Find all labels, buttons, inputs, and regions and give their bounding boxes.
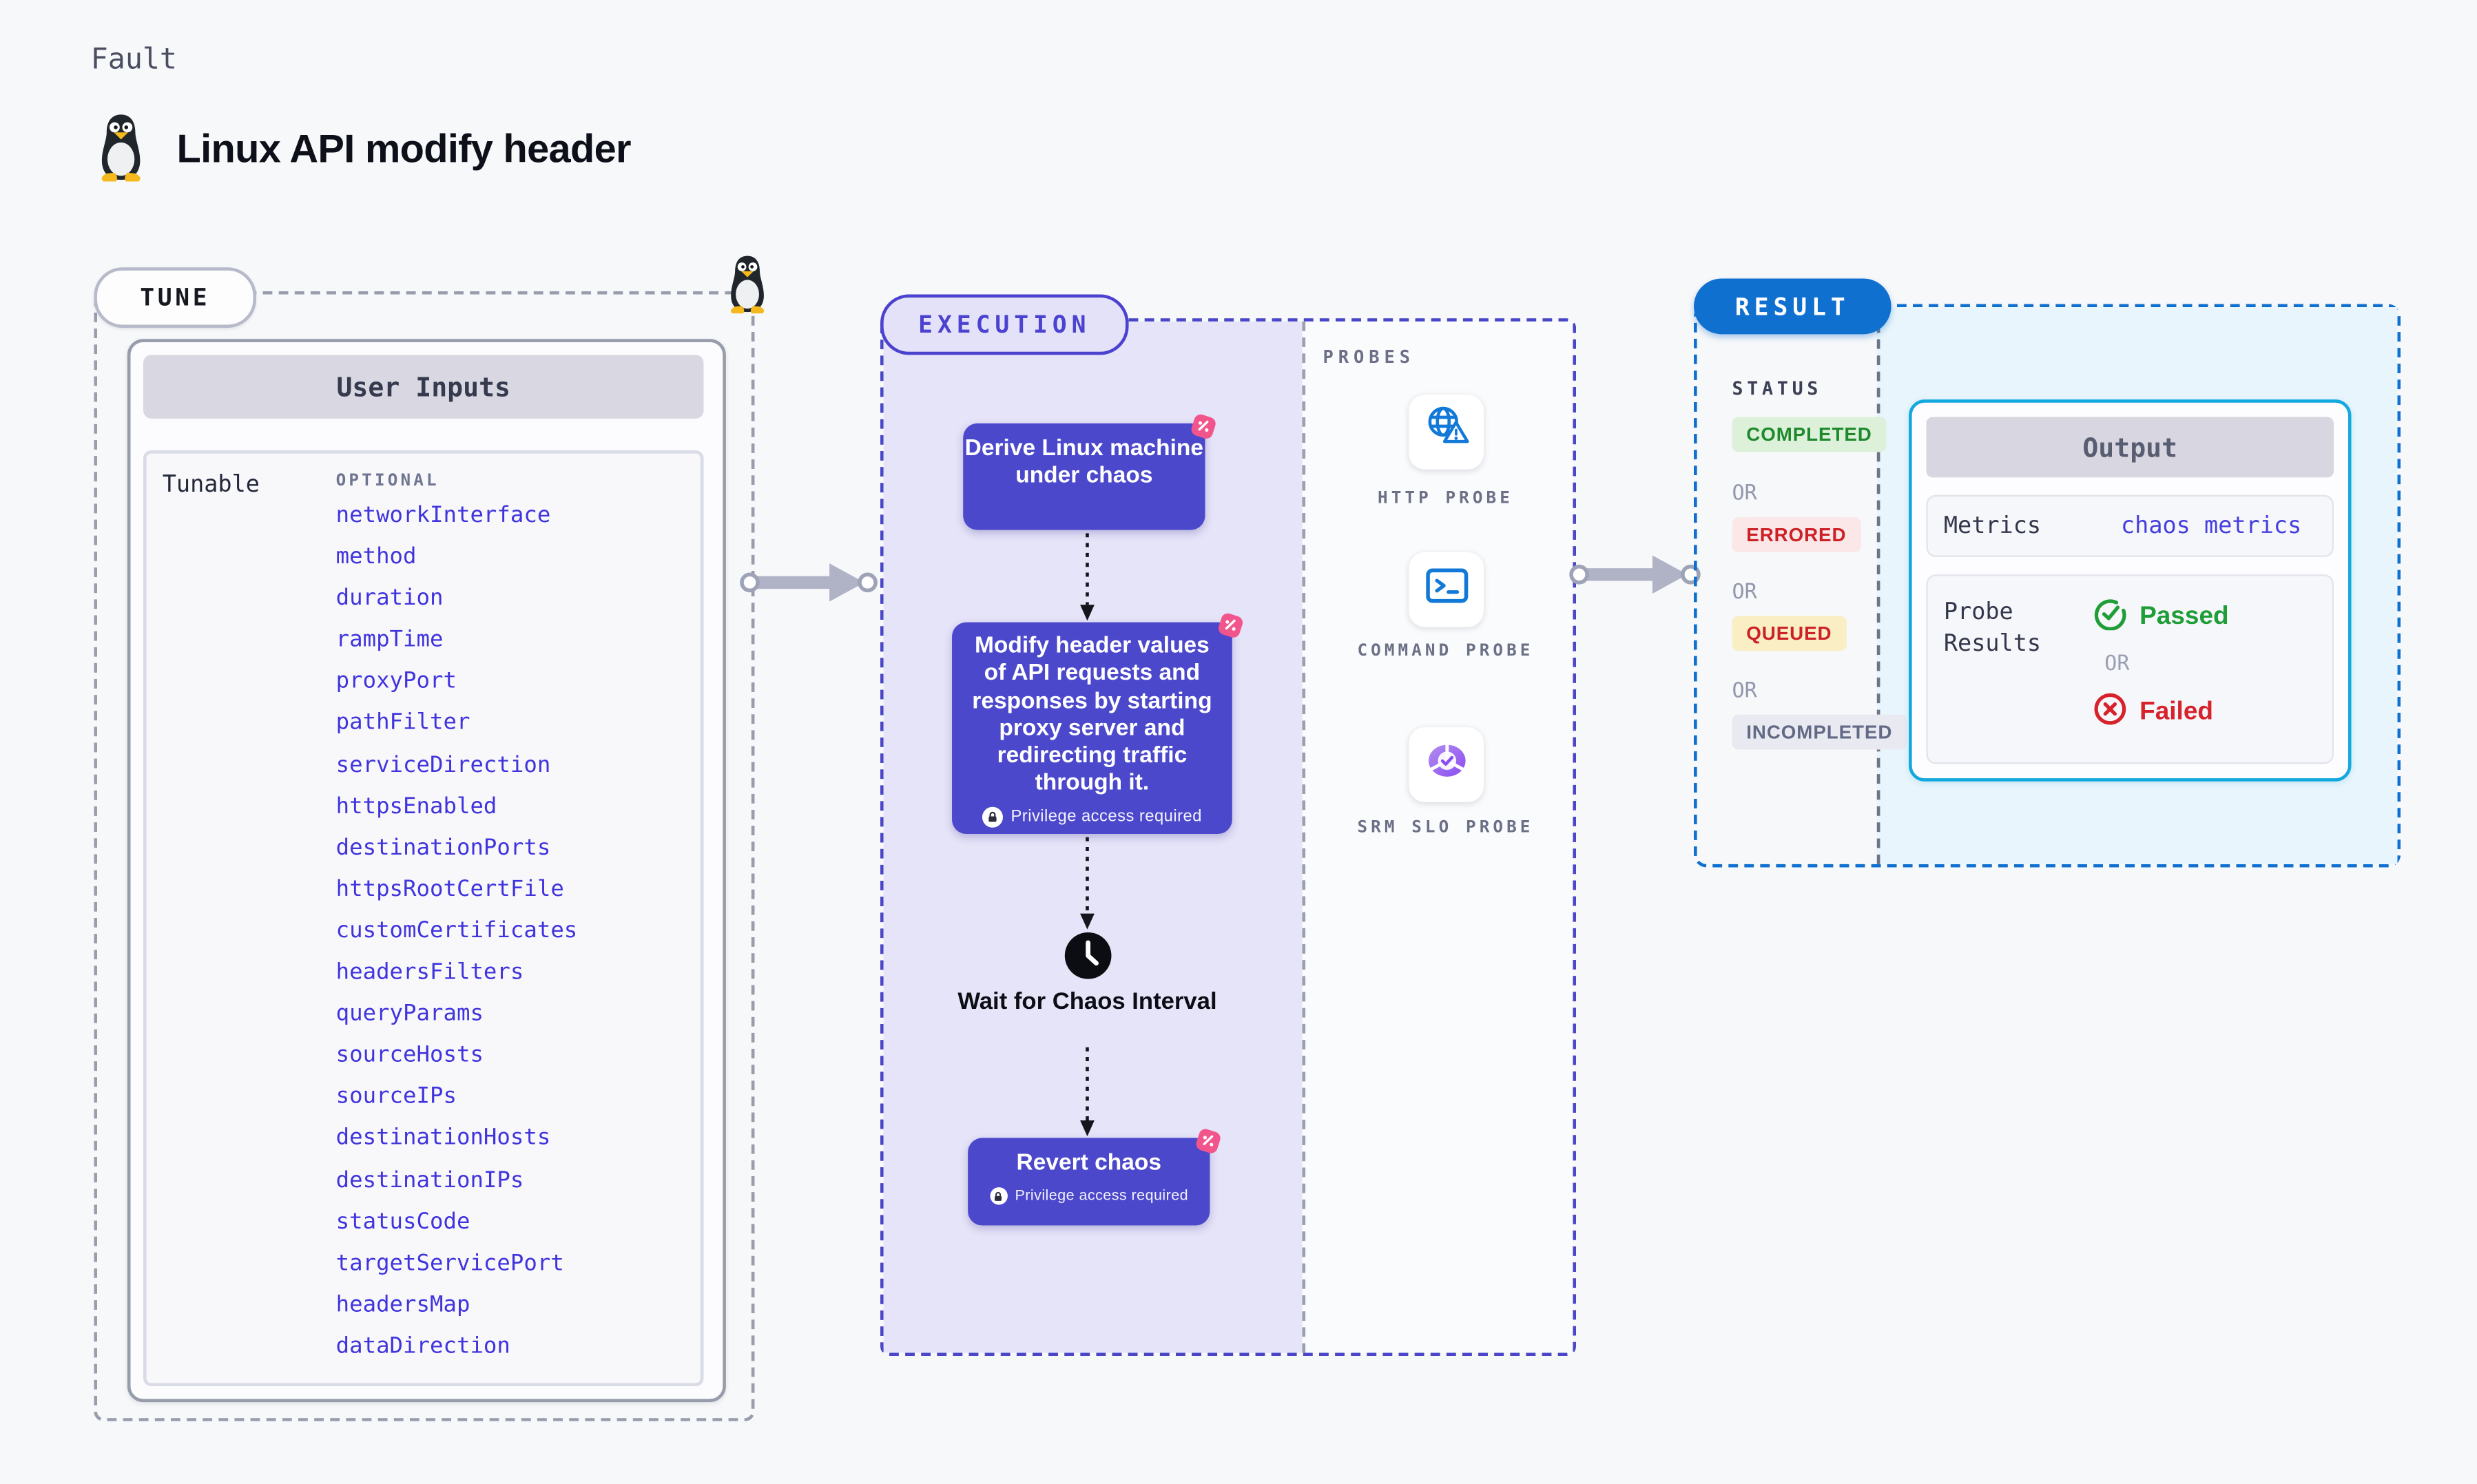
- terminal-icon: [1421, 561, 1472, 620]
- modify-step-node: Modify header values of API requests and…: [952, 613, 1243, 835]
- flow-arrow: [1080, 533, 1095, 621]
- derive-step-text: Derive Linux machine under chaos: [964, 436, 1204, 490]
- param-link[interactable]: customCertificates: [335, 918, 578, 944]
- modify-step-text: Modify header values of API requests and…: [972, 633, 1212, 797]
- tux-penguin-icon-small: [723, 251, 772, 315]
- status-badge-queued: QUEUED: [1732, 616, 1847, 651]
- failed-row: Failed: [2093, 692, 2332, 733]
- tune-badge: TUNE: [94, 267, 257, 328]
- probe-results-row: Probe Results Passed OR: [1926, 574, 2334, 764]
- user-inputs-card: User Inputs Tunable OPTIONAL networkInte…: [127, 339, 726, 1403]
- status-badge-errored: ERRORED: [1732, 517, 1861, 552]
- param-link[interactable]: pathFilter: [335, 710, 470, 736]
- param-link[interactable]: statusCode: [335, 1209, 470, 1235]
- user-inputs-header: User Inputs: [143, 355, 704, 419]
- revert-step-node: Revert chaos Privilege access required: [968, 1129, 1221, 1226]
- chaos-metrics-link[interactable]: chaos metrics: [2120, 513, 2302, 539]
- tunable-row-label: Tunable: [162, 472, 260, 499]
- optional-column-label: OPTIONAL: [335, 471, 439, 490]
- or-label: OR: [2104, 652, 2130, 677]
- tunable-list: Tunable OPTIONAL networkInterface method d…: [143, 450, 704, 1386]
- param-link[interactable]: rampTime: [335, 627, 444, 654]
- execution-badge: EXECUTION: [880, 294, 1129, 355]
- privilege-note: Privilege access required: [962, 804, 1223, 831]
- slo-pie-check-icon: [1421, 735, 1472, 795]
- fault-eyebrow: Fault: [90, 43, 177, 76]
- param-list: networkInterface method duration rampTime pr…: [336, 495, 578, 1367]
- param-link[interactable]: headersFilters: [335, 959, 524, 985]
- param-link[interactable]: headersMap: [335, 1292, 470, 1318]
- output-card: Output Metrics chaos metrics Probe Resul…: [1909, 399, 2352, 782]
- check-circle-icon: [2093, 597, 2127, 638]
- metrics-label: Metrics: [1943, 513, 2042, 539]
- or-label: OR: [1732, 482, 1757, 506]
- wait-step-label: Wait for Chaos Interval: [957, 988, 1217, 1016]
- result-badge: RESULT: [1694, 278, 1892, 335]
- param-link[interactable]: method: [335, 544, 417, 570]
- metrics-row: Metrics chaos metrics: [1926, 494, 2334, 557]
- privilege-note: Privilege access required: [968, 1183, 1210, 1211]
- param-link[interactable]: networkInterface: [335, 503, 551, 529]
- result-panel: RESULT STATUS COMPLETED OR ERRORED OR QU…: [1694, 278, 2401, 868]
- revert-step-text: Revert chaos: [1016, 1150, 1162, 1176]
- status-badge-incompleted: INCOMPLETED: [1732, 714, 1907, 750]
- status-badge-completed: COMPLETED: [1732, 417, 1887, 452]
- param-link[interactable]: httpsRootCertFile: [335, 877, 564, 903]
- chaos-icon: [1191, 1124, 1226, 1159]
- tune-panel: TUNE User Inputs Tunable OPTIONAL networ…: [94, 255, 765, 1421]
- param-link[interactable]: sourceIPs: [335, 1084, 457, 1110]
- probe-results-label: Probe Results: [1943, 600, 2042, 658]
- or-label: OR: [1732, 581, 1757, 605]
- param-link[interactable]: queryParams: [335, 1001, 484, 1027]
- srm-slo-probe-card: [1409, 727, 1484, 802]
- lock-icon: [982, 806, 1003, 828]
- passed-row: Passed: [2093, 597, 2332, 638]
- http-probe-label: HTTP PROBE: [1378, 488, 1513, 508]
- derive-step-node: Derive Linux machine under chaos: [963, 414, 1216, 530]
- chaos-icon: [1213, 608, 1248, 643]
- flow-arrow: [1080, 837, 1095, 930]
- output-header: Output: [1926, 417, 2334, 478]
- param-link[interactable]: duration: [335, 585, 444, 612]
- probes-sub-panel: [1302, 321, 1573, 1353]
- clock-icon: [1064, 931, 1113, 981]
- title-row: Linux API modify header: [91, 112, 632, 189]
- lock-icon: [989, 1188, 1007, 1206]
- probes-label: PROBES: [1323, 346, 1415, 368]
- srm-slo-probe-label: SRM SLO PROBE: [1357, 817, 1534, 837]
- execution-to-result-arrow: [1569, 555, 1701, 594]
- param-link[interactable]: sourceHosts: [335, 1043, 484, 1069]
- http-probe-card: [1409, 395, 1484, 470]
- tux-penguin-icon: [91, 112, 152, 189]
- param-link[interactable]: dataDirection: [335, 1333, 510, 1359]
- command-probe-card: [1409, 552, 1484, 627]
- chaos-icon: [1186, 409, 1221, 444]
- param-link[interactable]: destinationHosts: [335, 1125, 551, 1151]
- failed-label: Failed: [2139, 698, 2213, 726]
- tune-to-execution-arrow: [740, 563, 878, 602]
- status-label: STATUS: [1732, 377, 1823, 400]
- or-label: OR: [1732, 679, 1757, 704]
- globe-warning-icon: [1421, 403, 1472, 462]
- param-link[interactable]: destinationPorts: [335, 835, 551, 861]
- param-link[interactable]: serviceDirection: [335, 752, 551, 778]
- param-link[interactable]: destinationIPs: [335, 1167, 524, 1193]
- execution-panel: EXECUTION PROBES Derive Linux machine un…: [880, 294, 1576, 1357]
- flow-arrow: [1080, 1047, 1095, 1137]
- probe-results-values: Passed OR Failed: [2090, 597, 2332, 762]
- param-link[interactable]: httpsEnabled: [335, 793, 497, 819]
- param-link[interactable]: targetServicePort: [335, 1250, 564, 1276]
- page-title: Linux API modify header: [176, 127, 632, 172]
- param-link[interactable]: proxyPort: [335, 669, 457, 695]
- passed-label: Passed: [2139, 603, 2229, 631]
- command-probe-label: COMMAND PROBE: [1357, 641, 1534, 661]
- x-circle-icon: [2093, 692, 2127, 733]
